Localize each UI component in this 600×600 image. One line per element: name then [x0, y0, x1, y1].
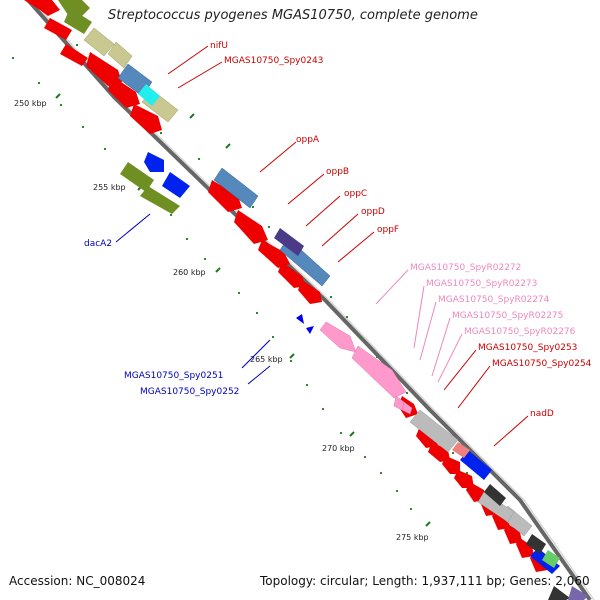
tick-label: 270 kbp: [322, 444, 355, 453]
cog-feature-lightgreen: [542, 550, 560, 568]
rna-feature-pink: [319, 321, 413, 415]
small-blue-arrows: [296, 314, 314, 334]
label-oppC: oppC: [344, 189, 367, 199]
cog-feature-cyan: [138, 84, 160, 106]
cog-feature-green: [64, 0, 180, 214]
cog-feature-purple: [568, 586, 588, 600]
cds-feature: [24, 0, 548, 572]
feature-labels: nifU MGAS10750_Spy0243 oppA oppB oppC op…: [84, 41, 592, 419]
label-spy0251: MGAS10750_Spy0251: [124, 371, 223, 381]
tick-label: 250 kbp: [14, 99, 47, 108]
label-oppA: oppA: [296, 135, 320, 145]
label-nadD: nadD: [530, 409, 554, 419]
tick-label: 255 kbp: [93, 183, 126, 192]
map-title: Streptococcus pyogenes MGAS10750, comple…: [108, 8, 478, 23]
label-spyR02272: MGAS10750_SpyR02272: [410, 263, 521, 273]
label-spyR02276: MGAS10750_SpyR02276: [464, 327, 576, 337]
scale-dots: [12, 44, 468, 510]
label-spyR02273: MGAS10750_SpyR02273: [426, 279, 537, 289]
tick-label: 265 kbp: [250, 355, 283, 364]
label-oppF: oppF: [377, 225, 399, 235]
tick-labels: 250 kbp 255 kbp 260 kbp 265 kbp 270 kbp …: [14, 99, 429, 542]
tick-label: 275 kbp: [396, 533, 429, 542]
backbone-outer: [26, 0, 592, 600]
label-spyR02274: MGAS10750_SpyR02274: [438, 295, 550, 305]
label-oppB: oppB: [326, 167, 349, 177]
cog-feature-dark: [484, 484, 570, 600]
tick-marks: [55, 93, 431, 527]
label-spy0243: MGAS10750_Spy0243: [224, 56, 323, 66]
cog-feature-grey: [409, 409, 533, 537]
summary-text: Topology: circular; Length: 1,937,111 bp…: [260, 574, 590, 588]
accession-text: Accession: NC_008024: [9, 574, 146, 588]
label-oppD: oppD: [361, 207, 385, 217]
tick-label: 260 kbp: [173, 268, 206, 277]
cog-feature-salmon: [452, 442, 470, 458]
leader-lines: [115, 45, 529, 447]
cog-feature-navy: [274, 228, 304, 256]
label-spy0253: MGAS10750_Spy0253: [478, 343, 577, 353]
feature-track-inner: [64, 0, 588, 600]
label-nifU: nifU: [210, 41, 228, 51]
label-spyR02275: MGAS10750_SpyR02275: [452, 311, 563, 321]
label-spy0252: MGAS10750_Spy0252: [140, 387, 239, 397]
scale-track-outer: [12, 57, 412, 510]
label-dacA2: dacA2: [84, 239, 112, 249]
label-spy0254: MGAS10750_Spy0254: [492, 359, 592, 369]
